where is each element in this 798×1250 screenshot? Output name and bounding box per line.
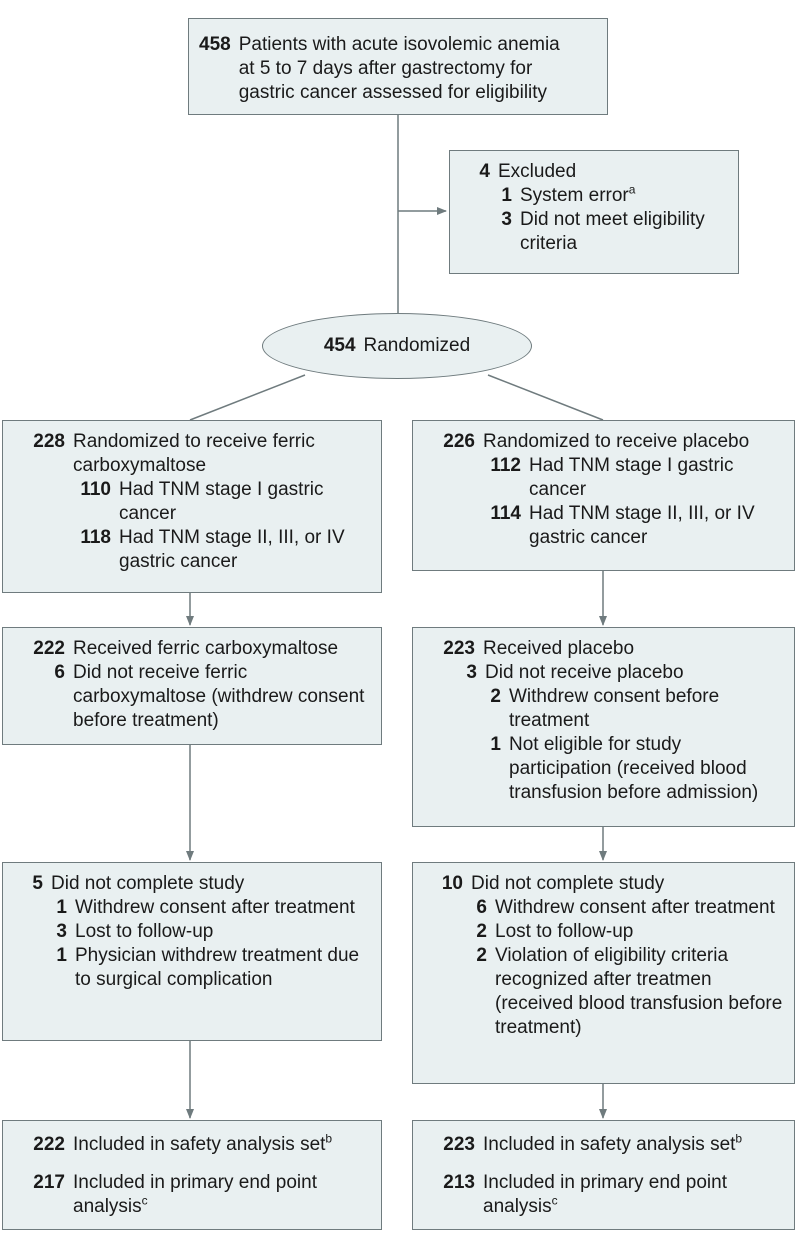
left-allocation-item-count: 118 [80,527,111,548]
right-followup-item-label: Lost to follow-up [495,921,634,942]
left-followup-item-count: 3 [56,921,67,942]
right-followup-item-count: 2 [476,945,487,966]
right-primary-label: Included in primary end point analysisc [483,1172,727,1217]
left-allocation-item-label: Had TNM stage I gastric cancer [119,479,324,524]
randomized-node: 454 Randomized [262,313,532,379]
left-allocation-item-label: Had TNM stage II, III, or IV gastric can… [119,527,345,572]
left-primary-count: 217 [33,1172,65,1193]
right-followup-item-label: Violation of eligibility criteria recogn… [495,945,783,1038]
right-allocation-item-count: 112 [490,455,521,476]
footnote-marker: c [551,1193,558,1208]
right-not-received-item-count: 1 [490,734,501,755]
left-allocation-item-count: 110 [80,479,111,500]
left-followup-item-label: Withdrew consent after treatment [75,897,355,918]
right-received-box: 223 Received placebo 3 Did not receive p… [412,627,795,827]
excluded-label: Excluded [498,161,577,182]
right-allocation-item-label: Had TNM stage I gastric cancer [529,455,734,500]
excluded-item-label: Did not meet eligibility criteria [520,209,705,254]
screening-box: 458 Patients with acute isovolemic anemi… [188,18,608,115]
left-primary-label: Included in primary end point analysisc [73,1172,317,1217]
left-analysis-box: 222 Included in safety analysis setb 217… [2,1120,382,1230]
left-followup-item-label: Lost to follow-up [75,921,214,942]
right-allocation-item-count: 114 [490,503,521,524]
right-followup-item-count: 2 [476,921,487,942]
left-received-label: Received ferric carboxymaltose [73,638,339,659]
right-not-received-item-label: Withdrew consent before treatment [509,686,720,731]
right-followup-label: Did not complete study [471,873,665,894]
excluded-item-count: 3 [501,209,512,230]
left-followup-count: 5 [32,873,43,894]
left-allocation-count: 228 [33,431,65,452]
excluded-item-label: System errora [520,182,636,206]
randomized-count: 454 [323,335,356,356]
left-followup-item-label: Physician withdrew treatment due to surg… [75,945,360,990]
randomized-label: Randomized [363,335,471,356]
connector-randomized-to-right [487,374,604,421]
screening-count: 458 [199,34,231,55]
excluded-count: 4 [479,161,490,182]
screening-label: Patients with acute isovolemic anemia at… [238,34,560,103]
right-safety-label: Included in safety analysis setb [483,1131,743,1155]
left-followup-label: Did not complete study [51,873,245,894]
left-followup-item-count: 1 [56,897,67,918]
left-received-box: 222 Received ferric carboxymaltose 6 Did… [2,627,382,745]
right-followup-box: 10 Did not complete study 6 Withdrew con… [412,862,795,1084]
right-not-received-count: 3 [466,662,477,683]
excluded-item-count: 1 [501,185,512,206]
left-received-count: 222 [33,638,65,659]
right-not-received-label: Did not receive placebo [485,662,684,683]
right-allocation-label: Randomized to receive placebo [483,431,750,452]
right-analysis-box: 223 Included in safety analysis setb 213… [412,1120,795,1230]
connector-randomized-to-left [189,374,306,421]
left-safety-label: Included in safety analysis setb [73,1131,333,1155]
left-safety-count: 222 [33,1134,65,1155]
left-allocation-box: 228 Randomized to receive ferric carboxy… [2,420,382,593]
right-followup-item-count: 6 [476,897,487,918]
footnote-marker: a [628,182,636,197]
right-followup-count: 10 [441,873,463,894]
right-allocation-item-label: Had TNM stage II, III, or IV gastric can… [529,503,755,548]
right-primary-count: 213 [443,1172,475,1193]
excluded-box: 4 Excluded 1 System errora 3 Did not mee… [449,150,739,274]
left-not-received-label: Did not receive ferric carboxymaltose (w… [73,662,365,731]
right-allocation-box: 226 Randomized to receive placebo 112 Ha… [412,420,795,571]
footnote-marker: b [325,1131,333,1146]
left-not-received-count: 6 [54,662,65,683]
right-received-count: 223 [443,638,475,659]
left-followup-box: 5 Did not complete study 1 Withdrew cons… [2,862,382,1041]
right-allocation-count: 226 [443,431,475,452]
footnote-marker: c [141,1193,148,1208]
right-not-received-item-count: 2 [490,686,501,707]
right-followup-item-label: Withdrew consent after treatment [495,897,775,918]
left-followup-item-count: 1 [56,945,67,966]
footnote-marker: b [735,1131,743,1146]
right-not-received-item-label: Not eligible for study participation (re… [509,734,759,803]
right-safety-count: 223 [443,1134,475,1155]
right-received-label: Received placebo [483,638,635,659]
left-allocation-label: Randomized to receive ferric carboxymalt… [73,431,315,476]
